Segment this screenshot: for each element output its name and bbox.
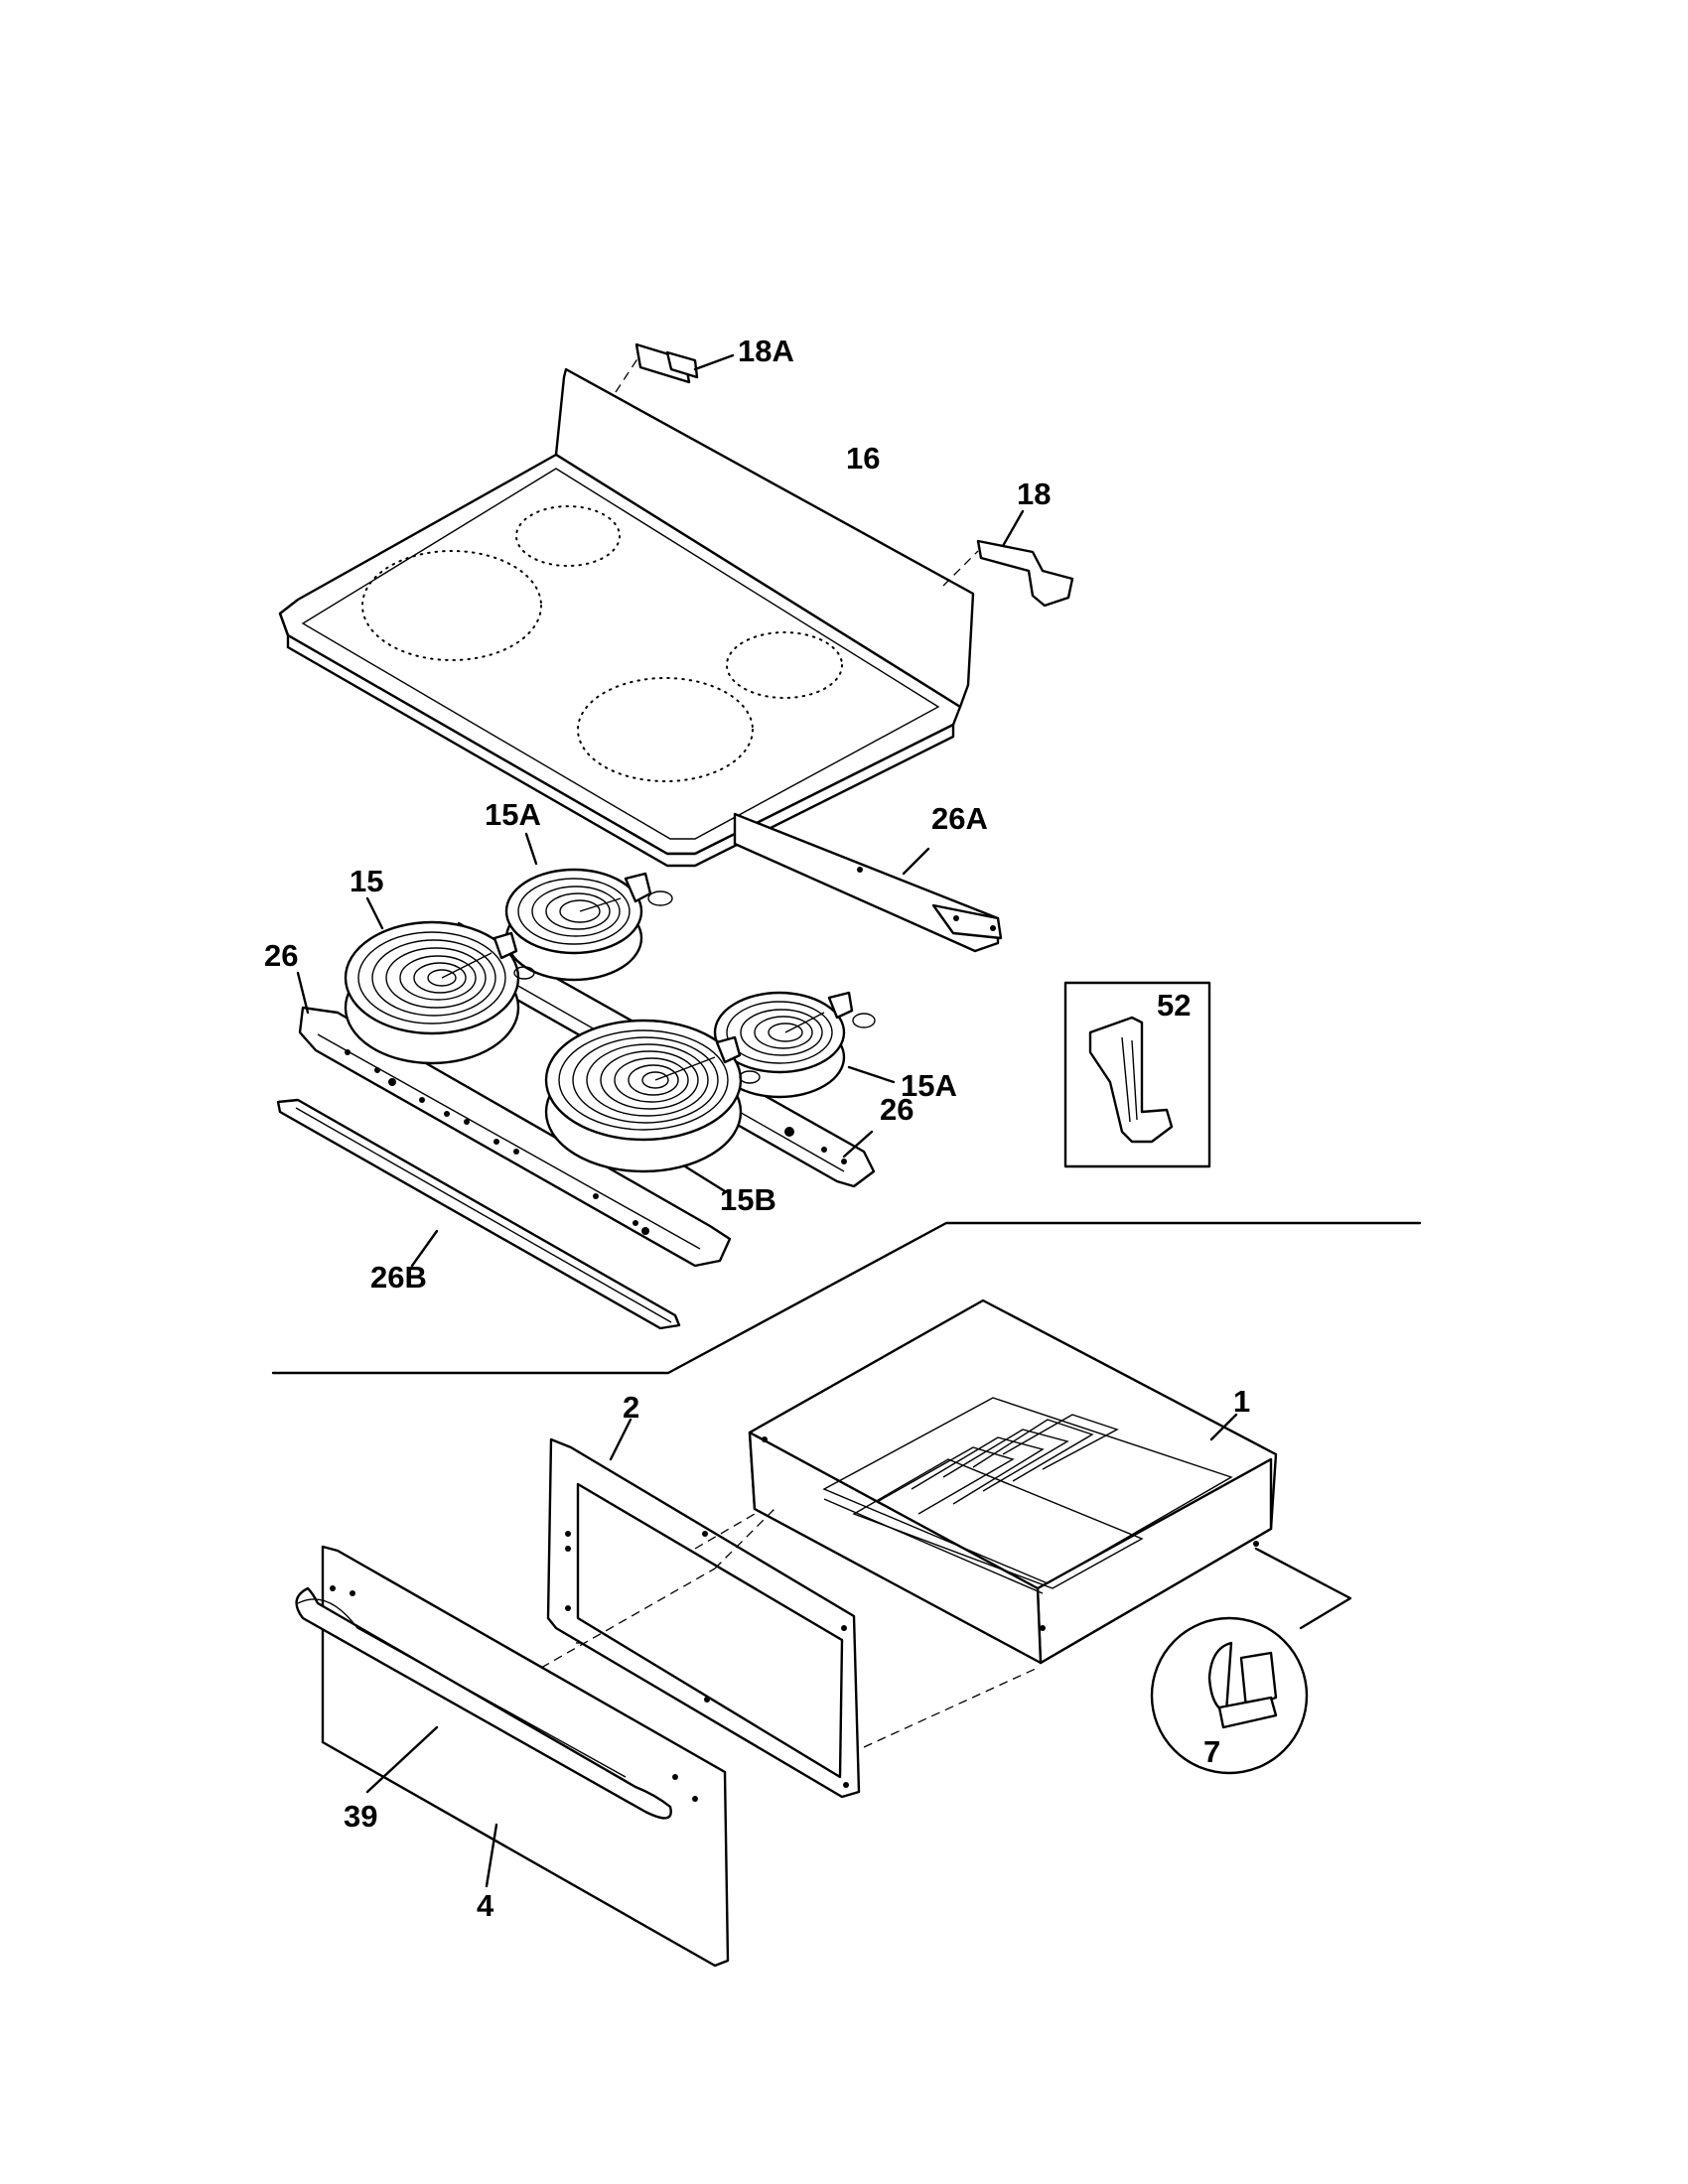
bracket-18A [615,342,735,393]
callout-26B: 26B [370,1260,427,1295]
burner-element-15B [544,1019,761,1193]
callout-15B: 15B [720,1182,776,1217]
callout-1: 1 [1233,1384,1250,1419]
support-bracket-26A [733,812,1003,953]
callout-2: 2 [623,1390,639,1425]
drawer-liner-2 [546,1418,861,1799]
callout-26-left: 26 [264,938,298,973]
burner-mark-rear-small [515,505,621,567]
bracket-18 [942,509,1074,608]
burner-element-15A-front [713,991,896,1099]
trim-strip-26B [276,1098,681,1330]
callout-39: 39 [344,1799,377,1834]
burner-mark-left-large [361,550,542,661]
drawer-handle-39 [295,1586,672,1820]
burner-mark-front-large [577,677,754,782]
inset-part-52 [1063,981,1211,1168]
inset-part-7 [1150,1616,1309,1775]
assembly-guides [540,1508,1039,1748]
callout-15: 15 [350,864,383,898]
callout-18: 18 [1017,477,1051,511]
callout-15A-top: 15A [485,797,541,832]
burner-element-15A-rear [504,832,673,982]
callout-18A: 18A [738,334,794,368]
drawer-front-4 [321,1545,730,1968]
support-rail-26-left [296,971,732,1268]
cooktop-glass-top [278,367,975,868]
section-divider [271,1221,1422,1375]
callout-52: 52 [1157,988,1191,1023]
burner-mark-right-small [726,631,843,699]
callout-7: 7 [1203,1734,1220,1769]
drawer-body-1 [748,1298,1278,1665]
callout-16: 16 [846,441,880,476]
burner-element-15-left [344,896,535,1065]
callout-26-right: 26 [880,1092,914,1127]
callout-15A-right: 15A [901,1068,957,1103]
detail-leader-7 [1254,1547,1352,1630]
callout-4: 4 [477,1888,494,1923]
callout-26A: 26A [931,801,988,836]
